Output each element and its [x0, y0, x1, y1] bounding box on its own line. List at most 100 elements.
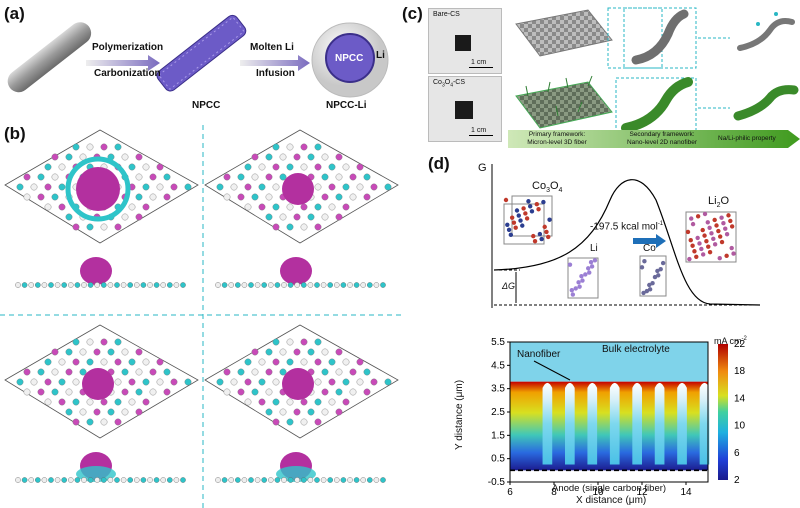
atom [51, 193, 59, 201]
atom [342, 378, 350, 386]
photo-co3o4-label: Co3O4-CS [433, 79, 466, 89]
crystal-atom [521, 206, 526, 211]
atom [65, 388, 73, 396]
photo-bare-cs: Bare-CS 1 cm [428, 8, 502, 74]
side-atom [340, 282, 347, 288]
crystal-atom [642, 259, 647, 264]
atom [44, 398, 52, 406]
side-atom [41, 282, 48, 288]
bar-secondary: Secondary framework:Nano-level 2D nanofi… [626, 131, 698, 146]
atom [314, 223, 322, 231]
atom [356, 358, 364, 366]
sample-co3o4 [455, 101, 473, 119]
crystal-atom [532, 238, 538, 244]
atom [300, 143, 308, 151]
atom [258, 183, 266, 191]
atom [293, 213, 301, 221]
atom [65, 348, 73, 356]
atom [363, 388, 371, 396]
bar-primary: Primary framework:Micron-level 3D fiber [527, 131, 587, 146]
atom [314, 378, 322, 386]
li2o-label: Li2O [708, 195, 730, 210]
side-atom [366, 282, 373, 288]
side-atom [333, 477, 340, 483]
step1-top: Polymerization [92, 42, 164, 53]
side-atom [41, 477, 48, 483]
atom [258, 203, 266, 211]
charge-cloud [76, 466, 116, 482]
side-atom [21, 477, 28, 483]
colorbar [718, 344, 728, 480]
li-side-view [280, 257, 312, 285]
li-adsorbate [282, 173, 314, 205]
atom [328, 183, 336, 191]
side-atom [15, 282, 21, 288]
side-atom [235, 477, 241, 483]
atom [286, 223, 294, 231]
atom [58, 358, 66, 366]
side-atom [35, 282, 41, 288]
atom [349, 193, 357, 201]
atom [307, 408, 315, 416]
arrow-1 [86, 55, 160, 71]
atom [314, 358, 322, 366]
fiber-ions [737, 18, 795, 51]
side-atom [287, 477, 294, 483]
atom [335, 368, 343, 376]
side-atom [301, 282, 307, 288]
atom [384, 183, 392, 191]
x-tick-label: 12 [636, 487, 648, 498]
side-atom [180, 477, 186, 483]
atom [370, 183, 378, 191]
side-atom [87, 477, 94, 483]
side-atom [268, 477, 274, 483]
side-atom [15, 477, 21, 483]
crystal-atom [544, 229, 549, 235]
side-atom [166, 282, 173, 288]
atom [149, 368, 157, 376]
atom [244, 183, 252, 191]
atom [44, 378, 52, 386]
scale-bar-2 [469, 135, 493, 136]
atom [272, 183, 280, 191]
charge-cloud [276, 466, 316, 482]
crystal-atom [520, 223, 525, 228]
photo-co3o4-cs: Co3O4-CS 1 cm [428, 76, 502, 142]
atom [100, 338, 108, 346]
coated-fiber-2 [733, 85, 799, 121]
crystal-atom [547, 217, 552, 222]
crystal-atom [569, 288, 575, 293]
crystal-atom [506, 227, 512, 233]
side-atom [347, 282, 353, 288]
atom [170, 378, 178, 386]
crystal-atom [650, 281, 655, 286]
atom [335, 153, 343, 161]
side-atom [173, 477, 180, 483]
atom [100, 143, 108, 151]
crystal-atom [647, 287, 653, 292]
atom [79, 408, 87, 416]
fabric-coated [515, 81, 613, 129]
side-atom [120, 282, 127, 288]
side-atom [248, 282, 254, 288]
crystal-atom [712, 242, 718, 247]
atom [272, 378, 280, 386]
atom [65, 153, 73, 161]
li2o-cell [685, 211, 737, 263]
electrolyte-gap [632, 382, 642, 465]
atom [244, 163, 252, 171]
side-atom [94, 477, 100, 483]
crystal-atom [513, 225, 518, 230]
side-atom [353, 477, 360, 483]
li-adsorbate [82, 368, 114, 400]
atom [335, 173, 343, 181]
charge-ring [65, 156, 131, 222]
crystal-atom [588, 259, 594, 265]
atom [114, 358, 122, 366]
crystal-atom [689, 216, 694, 221]
atom [100, 223, 108, 231]
atom [279, 408, 287, 416]
step2-top: Molten Li [250, 42, 294, 53]
atom [23, 173, 31, 181]
crystal-atom [580, 278, 585, 283]
